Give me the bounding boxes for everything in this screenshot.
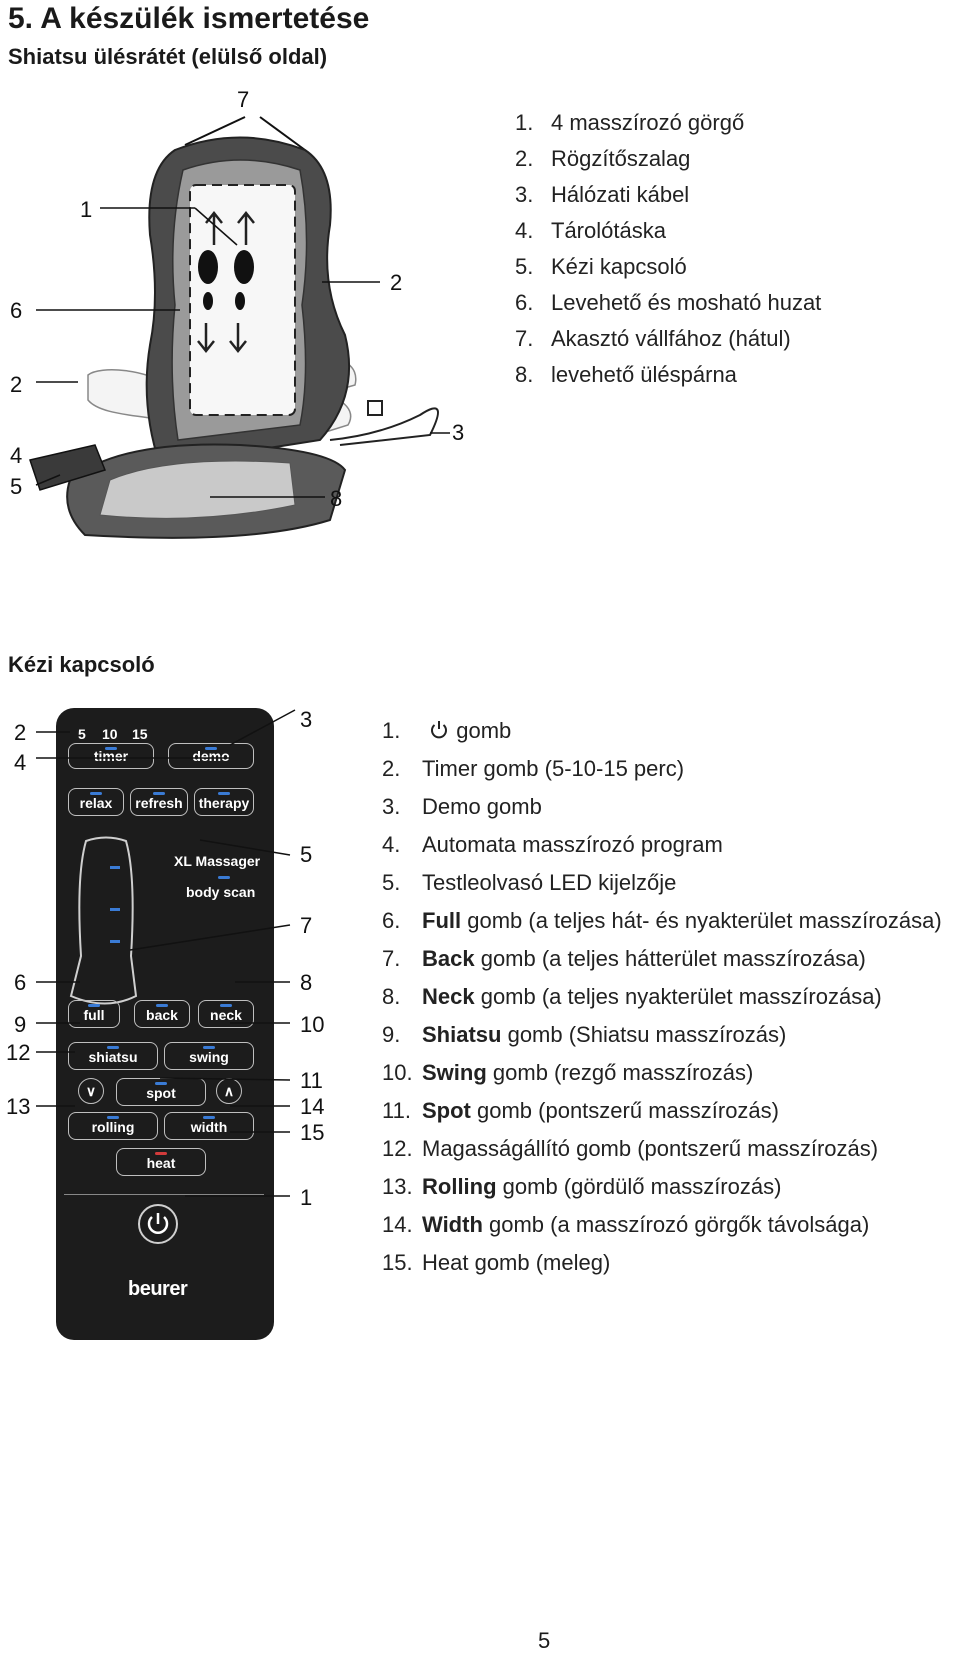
list-item: 4.Tárolótáska: [515, 218, 666, 243]
list-item: 5.Kézi kapcsoló: [515, 254, 687, 279]
remote-callout: 9: [14, 1012, 27, 1037]
list-item: 6.Levehető és mosható huzat: [515, 290, 822, 315]
parts-list: 1.4 masszírozó görgő 2.Rögzítőszalag 3.H…: [515, 110, 935, 400]
list-item: 8.levehető üléspárna: [515, 362, 737, 387]
divider: [64, 1194, 264, 1195]
list-item: 11.Spot gomb (pontszerű masszírozás): [382, 1098, 779, 1123]
timer-step-label: 10: [102, 726, 118, 742]
list-item: 3.Demo gomb: [382, 794, 542, 819]
seat-callout: 5: [10, 474, 23, 499]
list-item: 1.4 masszírozó görgő: [515, 110, 745, 135]
remote-callout-lines: [36, 709, 296, 1197]
remote-callout: 4: [14, 750, 27, 775]
full-button[interactable]: full: [68, 1000, 120, 1028]
list-item: 2.Rögzítőszalag: [515, 146, 691, 171]
heat-button[interactable]: heat: [116, 1148, 206, 1176]
timer-step-label: 15: [132, 726, 148, 742]
model-name: XL Massager: [174, 853, 261, 869]
brand-logo: beurer: [128, 1278, 188, 1300]
remote-callout: 5: [300, 842, 313, 867]
page-number: 5: [538, 1628, 551, 1653]
list-item: 7.Akasztó vállfához (hátul): [515, 326, 791, 351]
remote-callout: 15: [300, 1120, 325, 1145]
remote-callout: 7: [300, 913, 313, 938]
remote-callout: 14: [300, 1094, 325, 1119]
list-item: 7.Back gomb (a teljes hátterület masszír…: [382, 946, 866, 971]
seat-callout: 8: [330, 486, 343, 511]
list-item: 14.Width gomb (a masszírozó görgők távol…: [382, 1212, 870, 1237]
section-subtitle: Shiatsu ülésrátét (elülső oldal): [8, 44, 328, 69]
list-item: 2.Timer gomb (5-10-15 perc): [382, 756, 685, 781]
list-item: 15.Heat gomb (meleg): [382, 1250, 611, 1275]
power-icon: [431, 721, 448, 739]
remote-control: 5 10 15 timer demo relax refresh therapy…: [56, 708, 274, 1340]
body-scan-label: body scan: [186, 884, 256, 900]
remote-callout: 1: [300, 1185, 313, 1210]
therapy-button[interactable]: therapy: [194, 788, 254, 816]
swing-button[interactable]: swing: [164, 1042, 254, 1070]
list-item: 1. gomb: [382, 718, 512, 743]
remote-callout: 10: [300, 1012, 325, 1037]
list-item: 8.Neck gomb (a teljes nyakterület masszí…: [382, 984, 882, 1009]
seat-callout: 3: [452, 420, 465, 445]
seat-callout: 6: [10, 298, 23, 323]
timer-button[interactable]: timer: [68, 743, 154, 769]
list-item: 12.Magasságállító gomb (pontszerű masszí…: [382, 1136, 879, 1161]
section-heading: Kézi kapcsoló: [8, 652, 155, 677]
back-button[interactable]: back: [134, 1000, 190, 1028]
refresh-button[interactable]: refresh: [130, 788, 188, 816]
power-icon: [147, 1213, 169, 1234]
relax-button[interactable]: relax: [68, 788, 124, 816]
power-button[interactable]: [138, 1204, 178, 1244]
remote-callout: 11: [300, 1068, 323, 1093]
seat-callout: 1: [80, 197, 93, 222]
remote-callout: 8: [300, 970, 313, 995]
rolling-button[interactable]: rolling: [68, 1112, 158, 1140]
remote-callout: 6: [14, 970, 27, 995]
seat-callout: 2: [390, 270, 403, 295]
list-item: 5.Testleolvasó LED kijelzője: [382, 870, 677, 895]
page-title: 5. A készülék ismertetése: [8, 2, 370, 35]
timer-step-label: 5: [78, 726, 86, 742]
body-scan-seat-icon: [69, 836, 138, 1005]
list-item: 10.Swing gomb (rezgő masszírozás): [382, 1060, 754, 1085]
remote-callout: 3: [300, 707, 313, 732]
list-item: 3.Hálózati kábel: [515, 182, 690, 207]
list-item: 9.Shiatsu gomb (Shiatsu masszírozás): [382, 1022, 787, 1047]
list-item: 13.Rolling gomb (gördülő masszírozás): [382, 1174, 782, 1199]
remote-callout: 2: [14, 720, 27, 745]
list-item: 4.Automata masszírozó program: [382, 832, 723, 857]
seat-callout: 7: [237, 87, 250, 112]
shiatsu-button[interactable]: shiatsu: [68, 1042, 158, 1070]
height-down-button[interactable]: ∨: [78, 1078, 104, 1104]
width-button[interactable]: width: [164, 1112, 254, 1140]
seat-callout: 4: [10, 443, 23, 468]
neck-button[interactable]: neck: [198, 1000, 254, 1028]
remote-callout: 12: [6, 1040, 31, 1065]
list-item: 6.Full gomb (a teljes hát- és nyakterüle…: [382, 908, 942, 933]
demo-button[interactable]: demo: [168, 743, 254, 769]
controls-list: 1. gomb 2.Timer gomb (5-10-15 perc) 3.De…: [382, 718, 952, 1278]
seat-callout: 2: [10, 372, 23, 397]
remote-callout: 13: [6, 1094, 31, 1119]
seat-illustration: [29, 116, 450, 539]
